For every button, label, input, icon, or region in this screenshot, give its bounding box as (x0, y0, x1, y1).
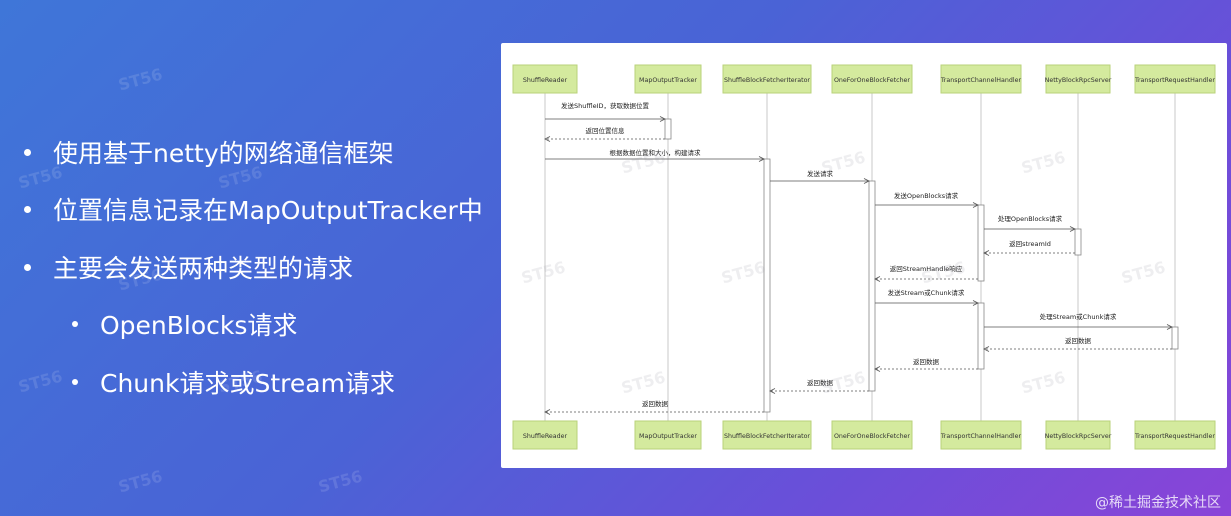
participant-box: MapOutputTracker (634, 420, 702, 450)
bullet-text: 位置信息记录在MapOutputTracker中 (53, 196, 483, 225)
participant-box: OneForOneBlockFetcher (831, 420, 913, 450)
message-label: 发送Stream或Chunk请求 (888, 288, 965, 297)
bullet-dot-icon (72, 321, 78, 327)
activation-bar (763, 158, 771, 413)
message-label: 发送OpenBlocks请求 (894, 191, 959, 200)
participant-label: TransportRequestHandler (1134, 77, 1215, 84)
participant-label: NettyBlockRpcServer (1045, 433, 1112, 440)
message-label: 返回StreamHandle响应 (890, 264, 963, 273)
arrowhead-icon (758, 156, 765, 162)
participant-label: MapOutputTracker (639, 77, 697, 84)
bullet-list: 使用基于netty的网络通信框架 位置信息记录在MapOutputTracker… (0, 0, 500, 516)
arrowhead-icon (769, 388, 776, 394)
participant-box: OneForOneBlockFetcher (831, 64, 913, 94)
sequence-diagram: 发送ShuffleID，获取数据位置 返回位置信息 根据数据位置和大小，构建请求… (512, 64, 1216, 450)
participant-label: ShuffleReader (523, 77, 568, 84)
message-label: 返回streamId (1009, 240, 1051, 248)
message-label: 发送ShuffleID，获取数据位置 (561, 101, 650, 110)
bullet-dot-icon (72, 379, 78, 385)
arrowhead-icon (983, 250, 990, 256)
activation-bar (868, 180, 876, 392)
participant-box: ShuffleBlockFetcherIterator (722, 420, 812, 450)
sub-bullet-item: OpenBlocks请求 (72, 306, 297, 342)
activation-bar (1171, 326, 1179, 350)
activation-bar (977, 302, 985, 370)
bullet-item: 使用基于netty的网络通信框架 (24, 134, 394, 170)
message-label: 返回数据 (1065, 336, 1092, 345)
message-label: 处理OpenBlocks请求 (998, 214, 1063, 223)
bullet-text: OpenBlocks请求 (100, 311, 298, 340)
message-label: 发送请求 (807, 169, 834, 178)
arrowhead-icon (544, 136, 551, 142)
participants-top: ShuffleReader MapOutputTracker ShuffleBl… (512, 64, 1216, 94)
arrowhead-icon (874, 276, 881, 282)
bullet-item: 位置信息记录在MapOutputTracker中 (24, 191, 483, 227)
bullet-dot-icon (24, 263, 31, 271)
activations (664, 118, 1179, 413)
arrowhead-icon (1069, 226, 1076, 232)
activation-bar (664, 118, 672, 140)
messages: 发送ShuffleID，获取数据位置 返回位置信息 根据数据位置和大小，构建请求… (544, 101, 1173, 415)
bullet-text: Chunk请求或Stream请求 (100, 369, 395, 398)
participant-label: ShuffleReader (523, 433, 568, 440)
arrowhead-icon (983, 346, 990, 352)
arrowhead-icon (863, 178, 870, 184)
message-label: 根据数据位置和大小，构建请求 (610, 148, 702, 157)
participant-box: TransportRequestHandler (1134, 420, 1216, 450)
message-label: 返回位置信息 (586, 126, 626, 135)
participant-box: MapOutputTracker (634, 64, 702, 94)
arrowhead-icon (972, 202, 979, 208)
participant-box: ShuffleBlockFetcherIterator (722, 64, 812, 94)
arrowhead-icon (659, 116, 666, 122)
participant-box: NettyBlockRpcServer (1045, 420, 1112, 450)
arrowhead-icon (972, 300, 979, 306)
sub-bullet-item: Chunk请求或Stream请求 (72, 364, 395, 400)
message-label: 返回数据 (642, 399, 669, 408)
participants-bottom: ShuffleReader MapOutputTracker ShuffleBl… (512, 420, 1216, 450)
activation-bar (977, 204, 985, 282)
participant-label: TransportChannelHandler (940, 77, 1022, 84)
arrowhead-icon (544, 409, 551, 415)
bullet-dot-icon (24, 148, 31, 156)
participant-label: TransportChannelHandler (940, 433, 1022, 440)
participant-box: TransportRequestHandler (1134, 64, 1216, 94)
sequence-diagram-panel: 发送ShuffleID，获取数据位置 返回位置信息 根据数据位置和大小，构建请求… (501, 43, 1227, 468)
bullet-dot-icon (24, 205, 31, 213)
participant-box: TransportChannelHandler (940, 420, 1022, 450)
participant-label: MapOutputTracker (639, 433, 697, 440)
bullet-item: 主要会发送两种类型的请求 (24, 249, 353, 285)
participant-box: NettyBlockRpcServer (1045, 64, 1112, 94)
participant-label: OneForOneBlockFetcher (834, 77, 910, 84)
bullet-text: 使用基于netty的网络通信框架 (53, 139, 394, 168)
participant-label: TransportRequestHandler (1134, 433, 1215, 440)
arrowhead-icon (1166, 324, 1173, 330)
message-label: 返回数据 (913, 357, 940, 366)
arrowhead-icon (874, 366, 881, 372)
bullet-text: 主要会发送两种类型的请求 (53, 254, 354, 283)
participant-label: NettyBlockRpcServer (1045, 77, 1112, 84)
footer-credit: @稀土掘金技术社区 (1095, 495, 1221, 511)
participant-label: OneForOneBlockFetcher (834, 433, 910, 440)
participant-label: ShuffleBlockFetcherIterator (724, 77, 810, 84)
participant-box: ShuffleReader (512, 420, 578, 450)
activation-bar (1074, 228, 1082, 256)
message-label: 处理Stream或Chunk请求 (1040, 312, 1117, 321)
participant-box: TransportChannelHandler (940, 64, 1022, 94)
message-label: 返回数据 (807, 378, 834, 387)
participant-box: ShuffleReader (512, 64, 578, 94)
participant-label: ShuffleBlockFetcherIterator (724, 433, 810, 440)
